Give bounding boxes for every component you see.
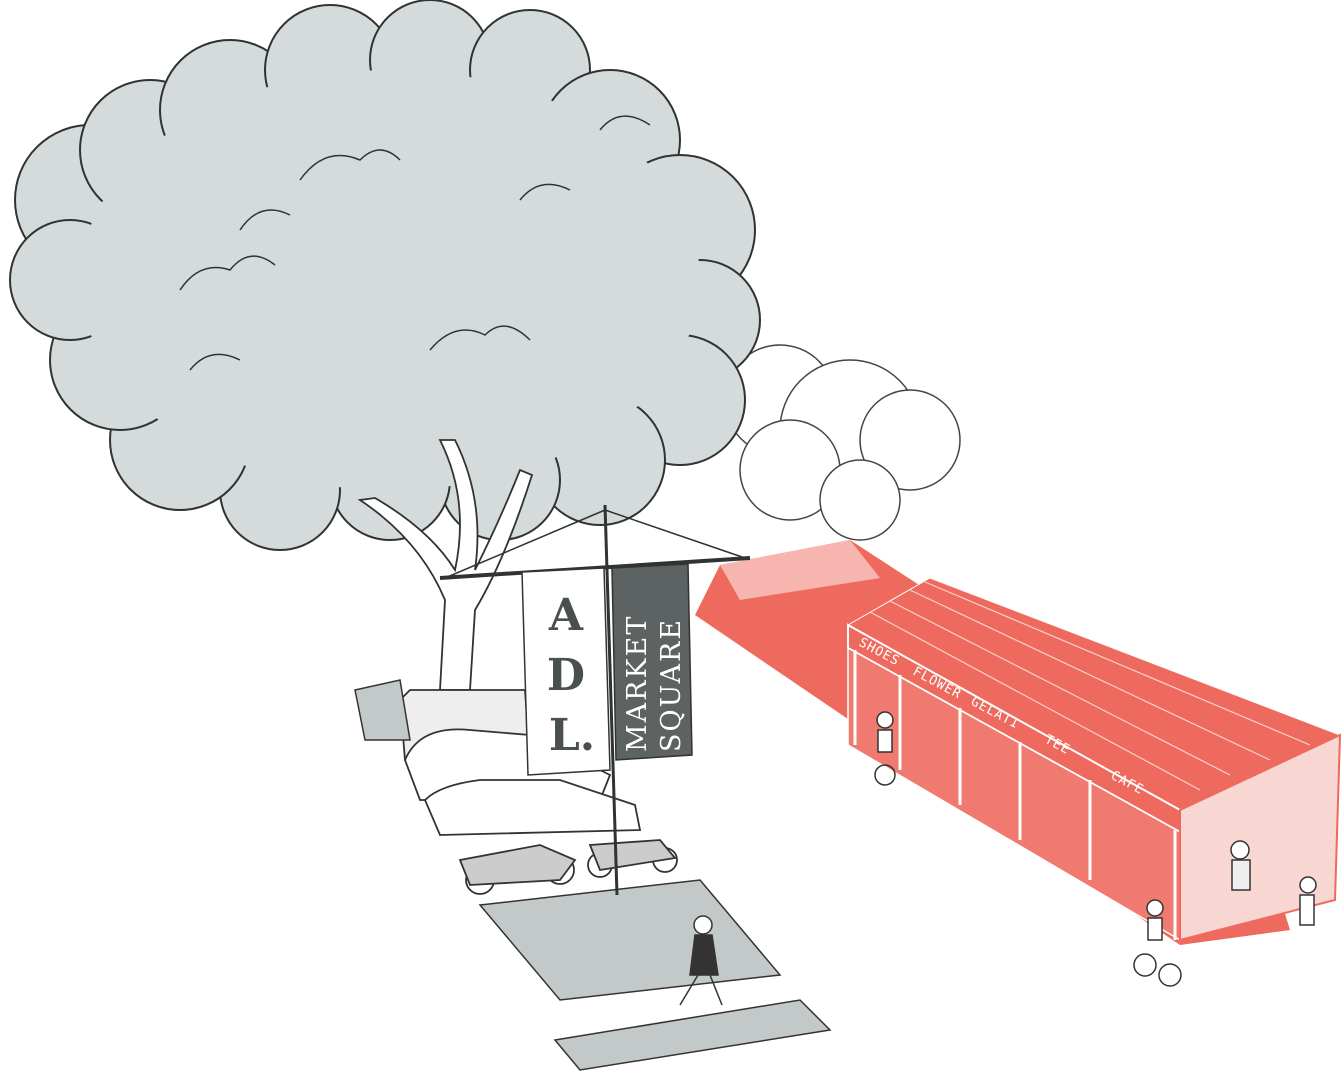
awning-end xyxy=(1179,733,1341,942)
banner-market-square: MARKET SQUARE xyxy=(611,563,693,761)
banner-letter-a: A xyxy=(548,590,584,641)
cyclists xyxy=(874,711,1317,987)
banner-adl: A D L. xyxy=(521,567,611,776)
banner-market: MARKET xyxy=(622,615,653,752)
pedestrian xyxy=(679,915,723,1006)
parked-cars xyxy=(399,689,678,895)
background-tree xyxy=(724,344,961,541)
tree-canopy-fill xyxy=(80,70,700,490)
banner-letter-d: D xyxy=(547,650,585,701)
banner-letter-l: L. xyxy=(549,710,595,761)
tree-trunk xyxy=(357,439,534,691)
market-stalls xyxy=(695,540,1341,945)
banner-square: SQUARE xyxy=(656,618,687,752)
awning-stripes xyxy=(869,581,1311,791)
canopy-detail xyxy=(179,115,651,371)
